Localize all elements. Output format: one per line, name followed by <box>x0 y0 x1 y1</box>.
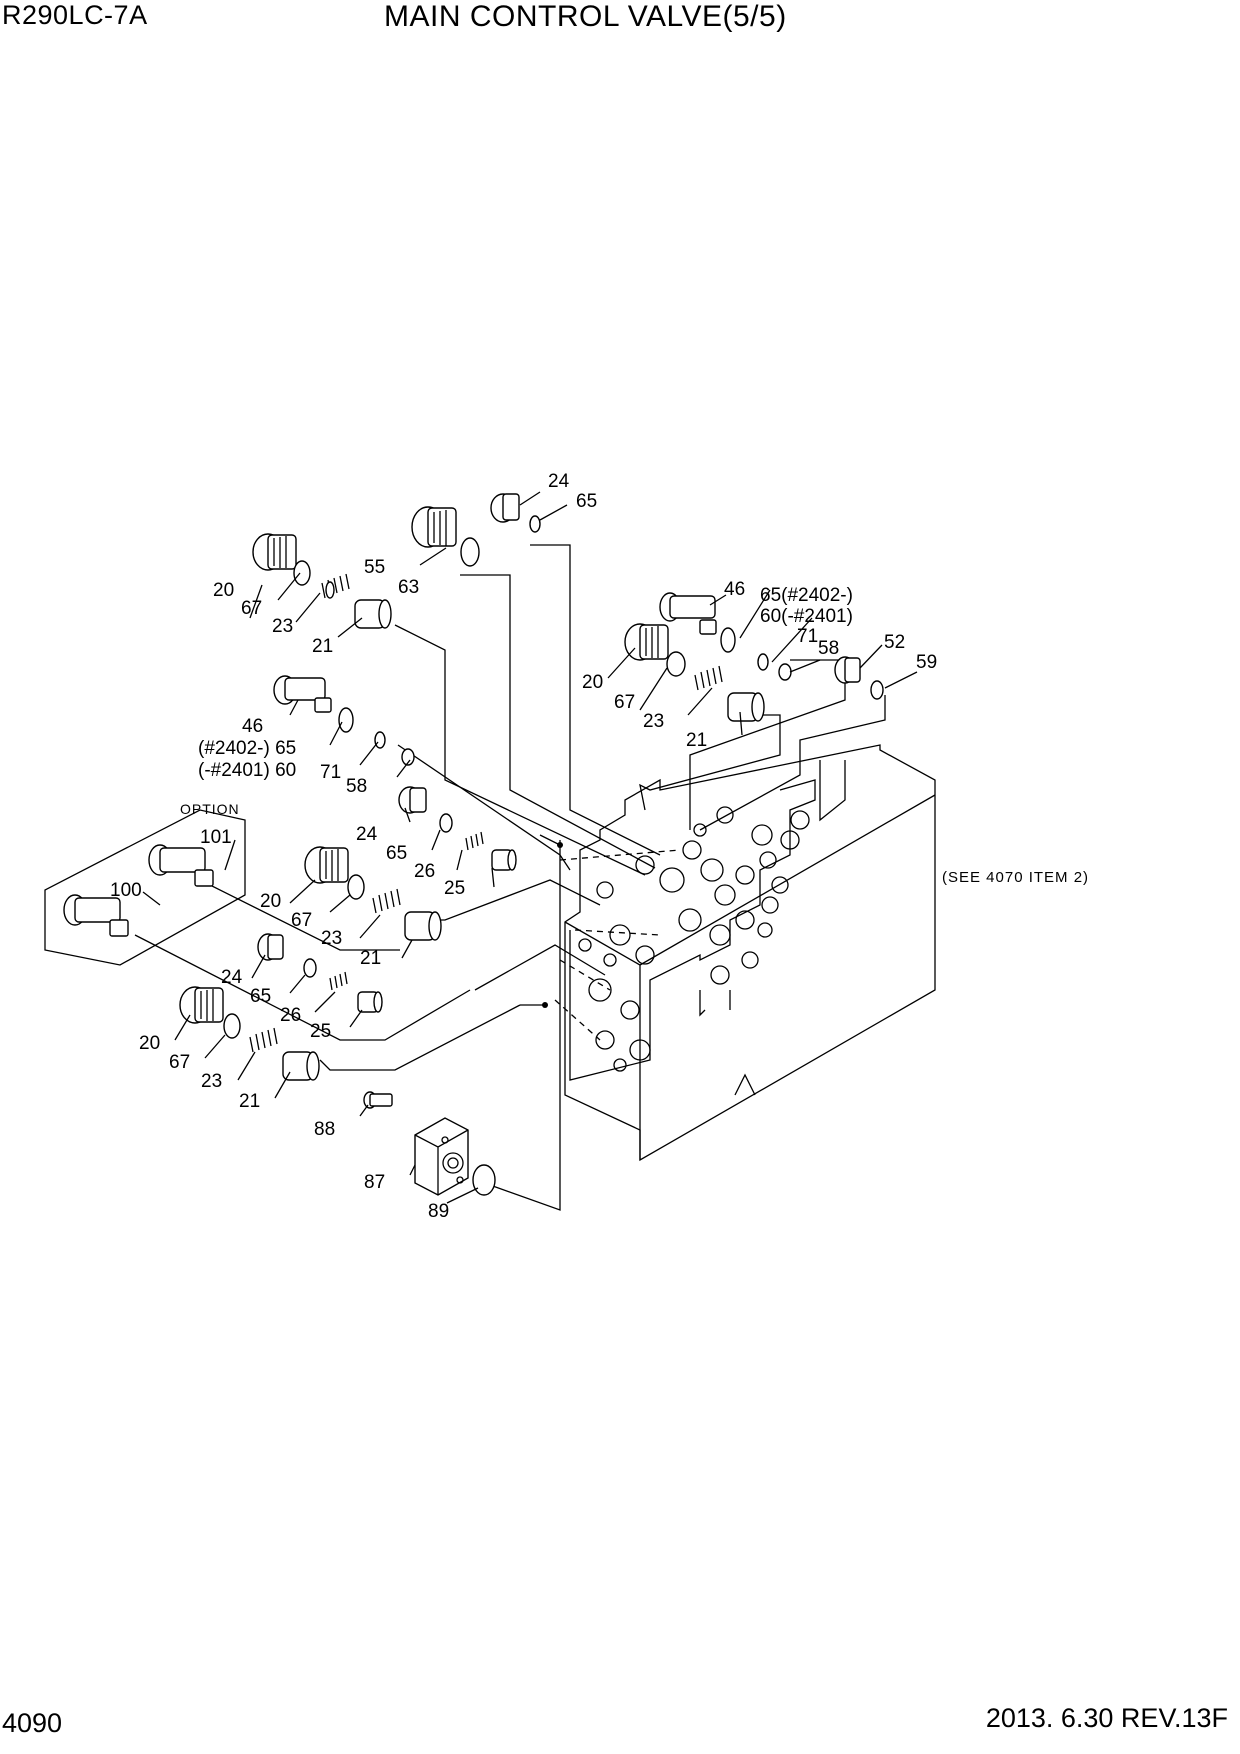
plug-part <box>252 533 297 571</box>
model-label: R290LC-7A <box>2 0 148 30</box>
callout-71: 71 <box>797 626 818 647</box>
callout-65: 65 <box>576 491 597 512</box>
plug-part <box>398 786 427 814</box>
callout-20: 20 <box>139 1033 160 1054</box>
date-revision: 2013. 6.30 REV.13F <box>985 1703 1228 1733</box>
reference-note: (SEE 4070 ITEM 2) <box>942 869 1089 886</box>
leader-lines <box>142 491 918 1204</box>
callout-65-2402: (#2402-) 65 <box>198 738 296 759</box>
piston-part <box>404 911 442 941</box>
plug-part <box>490 493 520 523</box>
piston-part <box>282 1051 320 1081</box>
callout-67: 67 <box>614 692 635 713</box>
callout-67: 67 <box>169 1052 190 1073</box>
piston-part <box>491 849 517 871</box>
callout-21: 21 <box>360 948 381 969</box>
callout-63: 63 <box>398 577 419 598</box>
option-poppet-part <box>148 844 214 887</box>
callout-21: 21 <box>312 636 333 657</box>
spring-part <box>329 971 348 991</box>
callout-46: 46 <box>724 579 745 600</box>
piston-part <box>727 692 765 722</box>
poppet-part <box>659 592 717 635</box>
callout-59: 59 <box>916 652 937 673</box>
bolt-part <box>363 1091 393 1109</box>
callout-24: 24 <box>356 824 378 845</box>
spring-part <box>694 665 723 691</box>
callout-101: 101 <box>200 827 232 848</box>
callout-88: 88 <box>314 1119 335 1140</box>
piston-part <box>354 599 392 629</box>
callout-21: 21 <box>239 1091 260 1112</box>
plug-part <box>834 656 861 684</box>
callout-25: 25 <box>310 1021 331 1042</box>
callout-52: 52 <box>884 632 905 653</box>
piston-part <box>357 991 383 1013</box>
plug-part <box>304 846 349 884</box>
callout-55: 55 <box>364 557 385 578</box>
callout-20: 20 <box>213 580 234 601</box>
page-title: MAIN CONTROL VALVE(5/5) <box>384 0 787 33</box>
callout-24: 24 <box>548 471 570 492</box>
callout-25: 25 <box>444 878 465 899</box>
callout-100: 100 <box>110 880 142 901</box>
option-box <box>44 809 246 966</box>
spring-part <box>249 1027 278 1053</box>
callout-60-2401: 60(-#2401) <box>760 606 853 627</box>
poppet-part <box>273 675 332 713</box>
callout-60-2401: (-#2401) 60 <box>198 760 296 781</box>
spring-part <box>465 831 484 851</box>
plug-part <box>257 933 284 961</box>
callout-67: 67 <box>241 598 262 619</box>
callout-87: 87 <box>364 1172 385 1193</box>
callout-23: 23 <box>272 616 293 637</box>
valve-body <box>554 744 936 1162</box>
callout-65: 65 <box>386 843 407 864</box>
page-number: 4090 <box>2 1708 63 1738</box>
spring-part <box>372 888 401 914</box>
callout-23: 23 <box>321 928 342 949</box>
callout-23: 23 <box>643 711 664 732</box>
callout-26: 26 <box>280 1005 301 1026</box>
parts <box>63 493 884 1196</box>
callout-20: 20 <box>582 672 603 693</box>
routing-lines <box>134 544 886 1211</box>
callout-23: 23 <box>201 1071 222 1092</box>
callout-65: 65 <box>250 986 271 1007</box>
option-poppet-part <box>63 894 129 937</box>
callout-46: 46 <box>242 716 263 737</box>
option-label: OPTION <box>180 801 240 817</box>
callout-labels: 24 65 55 63 20 67 23 21 46 65(#2402-) 60… <box>110 471 1089 1222</box>
plug-part <box>624 623 669 661</box>
spring-part <box>321 573 350 599</box>
callout-21: 21 <box>686 730 707 751</box>
callout-20: 20 <box>260 891 281 912</box>
callout-65-2402: 65(#2402-) <box>760 585 853 606</box>
flange-part <box>414 1117 469 1196</box>
callout-24: 24 <box>221 967 243 988</box>
callout-67: 67 <box>291 910 312 931</box>
large-plug-part <box>411 506 457 548</box>
plug-part <box>179 986 224 1024</box>
callout-58: 58 <box>818 638 839 659</box>
callout-89: 89 <box>428 1201 449 1222</box>
callout-26: 26 <box>414 861 435 882</box>
callout-71: 71 <box>320 762 341 783</box>
callout-58: 58 <box>346 776 367 797</box>
